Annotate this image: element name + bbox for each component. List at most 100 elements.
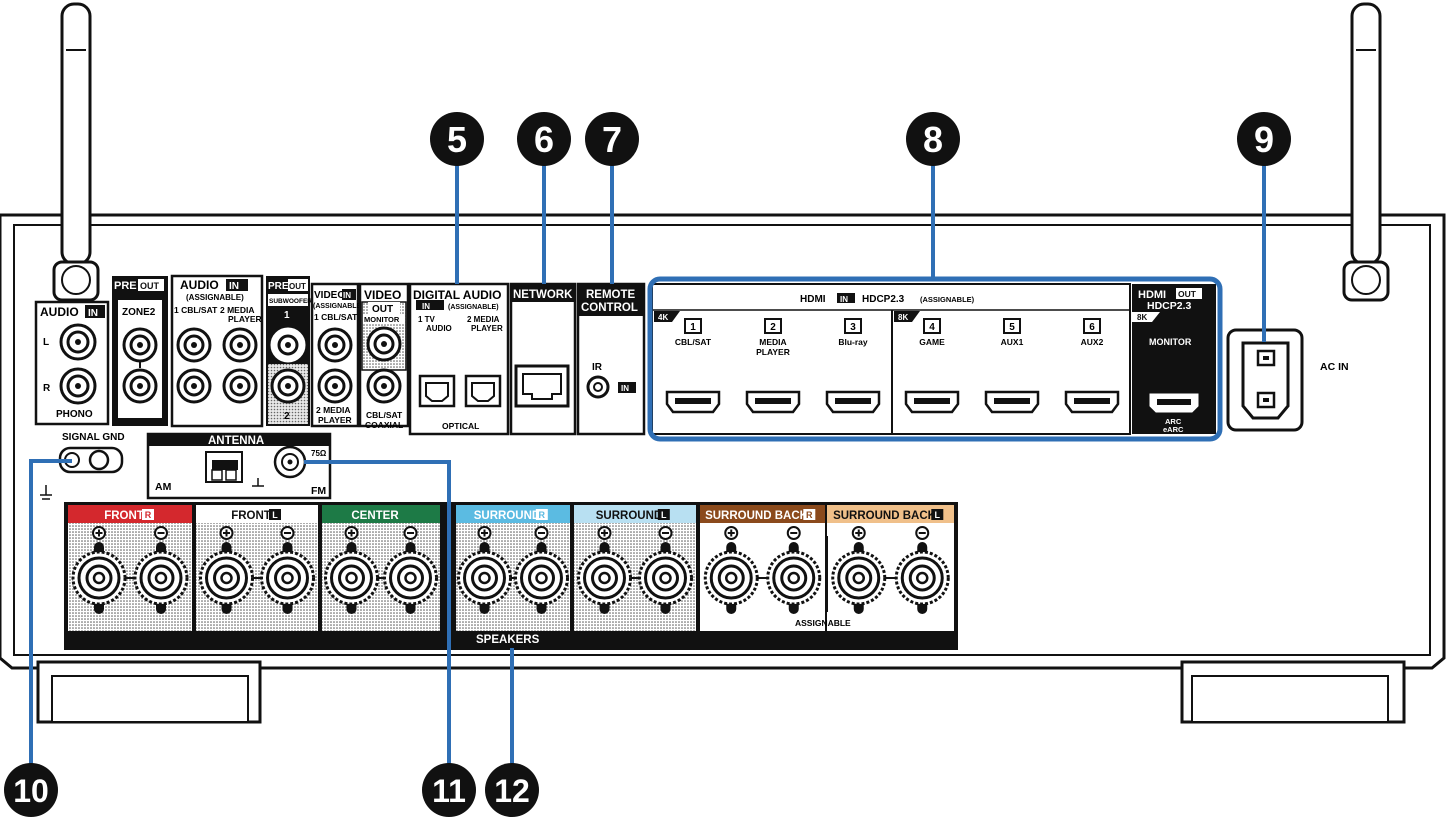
speaker-channel-badge: R	[806, 510, 813, 520]
phono-l-jack	[59, 323, 97, 361]
svg-text:75Ω: 75Ω	[311, 449, 327, 458]
svg-text:VIDEO: VIDEO	[314, 290, 345, 301]
speaker-channel-badge: L	[661, 510, 667, 520]
svg-text:1 CBL/SAT: 1 CBL/SAT	[314, 312, 358, 322]
svg-text:CONTROL: CONTROL	[581, 302, 638, 314]
hdmi-input-number: 5	[1009, 322, 1015, 333]
svg-text:12: 12	[494, 773, 530, 809]
speaker-channel-badge: R	[145, 510, 152, 520]
callout-10: 10	[4, 763, 58, 817]
svg-text:ASSIGNABLE: ASSIGNABLE	[795, 618, 851, 628]
hdmi-input-label: Blu-ray	[838, 337, 868, 347]
svg-text:8K: 8K	[1137, 313, 1147, 322]
svg-text:OUT: OUT	[289, 282, 306, 291]
svg-text:VIDEO: VIDEO	[364, 288, 401, 302]
digital-audio-optical: DIGITAL AUDIO IN (ASSIGNABLE) 1 TV AUDIO…	[408, 282, 510, 436]
svg-text:6: 6	[534, 119, 554, 160]
hdmi-input-label2: PLAYER	[756, 347, 790, 357]
speaker-label: SURROUND	[596, 510, 662, 522]
svg-text:(ASSIGNABLE): (ASSIGNABLE)	[920, 295, 975, 304]
svg-text:PRE: PRE	[114, 280, 137, 292]
svg-text:CBL/SAT: CBL/SAT	[366, 410, 403, 420]
svg-text:REMOTE: REMOTE	[586, 289, 636, 301]
svg-text:ARC: ARC	[1165, 417, 1182, 426]
svg-text:ANTENNA: ANTENNA	[208, 435, 264, 447]
pre-out-subwoofer: PRE OUT SUBWOOFER 1 2	[266, 276, 312, 426]
svg-text:AC IN: AC IN	[1320, 361, 1349, 373]
callout-9: 9	[1237, 112, 1291, 166]
svg-text:8K: 8K	[898, 313, 908, 322]
audio-in-phono: AUDIO IN L R PHONO	[34, 300, 110, 426]
svg-text:COAXIAL: COAXIAL	[365, 420, 403, 430]
svg-text:PLAYER: PLAYER	[318, 415, 352, 425]
svg-text:FM: FM	[311, 485, 326, 497]
svg-text:IN: IN	[229, 281, 239, 292]
svg-text:7: 7	[602, 119, 622, 160]
svg-text:DIGITAL AUDIO: DIGITAL AUDIO	[413, 288, 501, 302]
hdmi-input-label: MEDIA	[759, 337, 786, 347]
speaker-channel-badge: R	[539, 510, 546, 520]
svg-text:HDMI: HDMI	[800, 294, 826, 305]
svg-text:IN: IN	[422, 302, 430, 311]
svg-text:5: 5	[447, 119, 467, 160]
hdmi-input-label: CBL/SAT	[675, 337, 712, 347]
svg-text:HDCP2.3: HDCP2.3	[1147, 300, 1192, 312]
hdmi-input-label: AUX1	[1001, 337, 1024, 347]
remote-control-ir: REMOTE CONTROL IR IN	[576, 282, 646, 436]
svg-text:HDCP2.3: HDCP2.3	[862, 294, 905, 305]
svg-text:OUT: OUT	[140, 281, 160, 291]
svg-text:(ASSIGNABLE): (ASSIGNABLE)	[448, 304, 499, 311]
svg-text:SPEAKERS: SPEAKERS	[476, 634, 540, 646]
right-antenna	[1342, 2, 1390, 302]
speaker-label: SURROUND	[474, 510, 540, 522]
ac-inlet: AC IN	[1226, 328, 1349, 432]
hdmi-input-label: GAME	[919, 337, 945, 347]
svg-text:2 MEDIA: 2 MEDIA	[220, 305, 254, 315]
hdmi-input-number: 6	[1089, 322, 1095, 333]
svg-text:4K: 4K	[658, 313, 668, 322]
svg-text:IN: IN	[343, 291, 351, 300]
svg-text:IR: IR	[592, 362, 603, 373]
svg-text:SIGNAL GND: SIGNAL GND	[62, 432, 125, 443]
svg-text:2 MEDIA: 2 MEDIA	[316, 405, 350, 415]
hdmi-input-number: 2	[770, 322, 776, 333]
svg-text:IN: IN	[840, 295, 848, 304]
svg-text:2 MEDIA: 2 MEDIA	[467, 315, 500, 324]
svg-text:PHONO: PHONO	[56, 409, 93, 420]
svg-text:(ASSIGNABLE): (ASSIGNABLE)	[313, 303, 364, 310]
callout-5: 5	[430, 112, 484, 166]
audio-in-assignable: AUDIO IN (ASSIGNABLE) 1 CBL/SAT 2 MEDIA …	[170, 274, 264, 428]
svg-text:11: 11	[432, 773, 466, 809]
svg-text:AUDIO: AUDIO	[40, 305, 79, 319]
network-port: NETWORK	[509, 282, 577, 436]
callout-11: 11	[422, 763, 476, 817]
svg-text:1: 1	[284, 310, 290, 321]
hdmi-input-number: 1	[690, 322, 696, 333]
svg-text:R: R	[43, 383, 51, 394]
svg-text:MONITOR: MONITOR	[1149, 337, 1192, 347]
svg-text:MONITOR: MONITOR	[364, 315, 400, 324]
speaker-group-2: CENTER	[322, 505, 440, 631]
pre-out-zone2: PRE OUT ZONE2	[112, 276, 168, 426]
svg-text:10: 10	[13, 773, 49, 809]
speaker-channel-badge: L	[935, 510, 941, 520]
callout-7: 7	[585, 112, 639, 166]
svg-text:PLAYER: PLAYER	[228, 314, 262, 324]
svg-text:AM: AM	[155, 481, 172, 493]
svg-text:eARC: eARC	[1163, 425, 1184, 434]
left-antenna	[52, 2, 100, 302]
svg-text:OUT: OUT	[1178, 289, 1197, 299]
svg-text:IN: IN	[621, 384, 629, 393]
hdmi-out: HDMI OUT HDCP2.3 8K MONITOR ARC eARC	[1132, 284, 1216, 434]
svg-text:ZONE2: ZONE2	[122, 307, 156, 318]
speaker-label: SURROUND BACK	[705, 510, 809, 522]
hdmi-input-number: 3	[850, 322, 856, 333]
